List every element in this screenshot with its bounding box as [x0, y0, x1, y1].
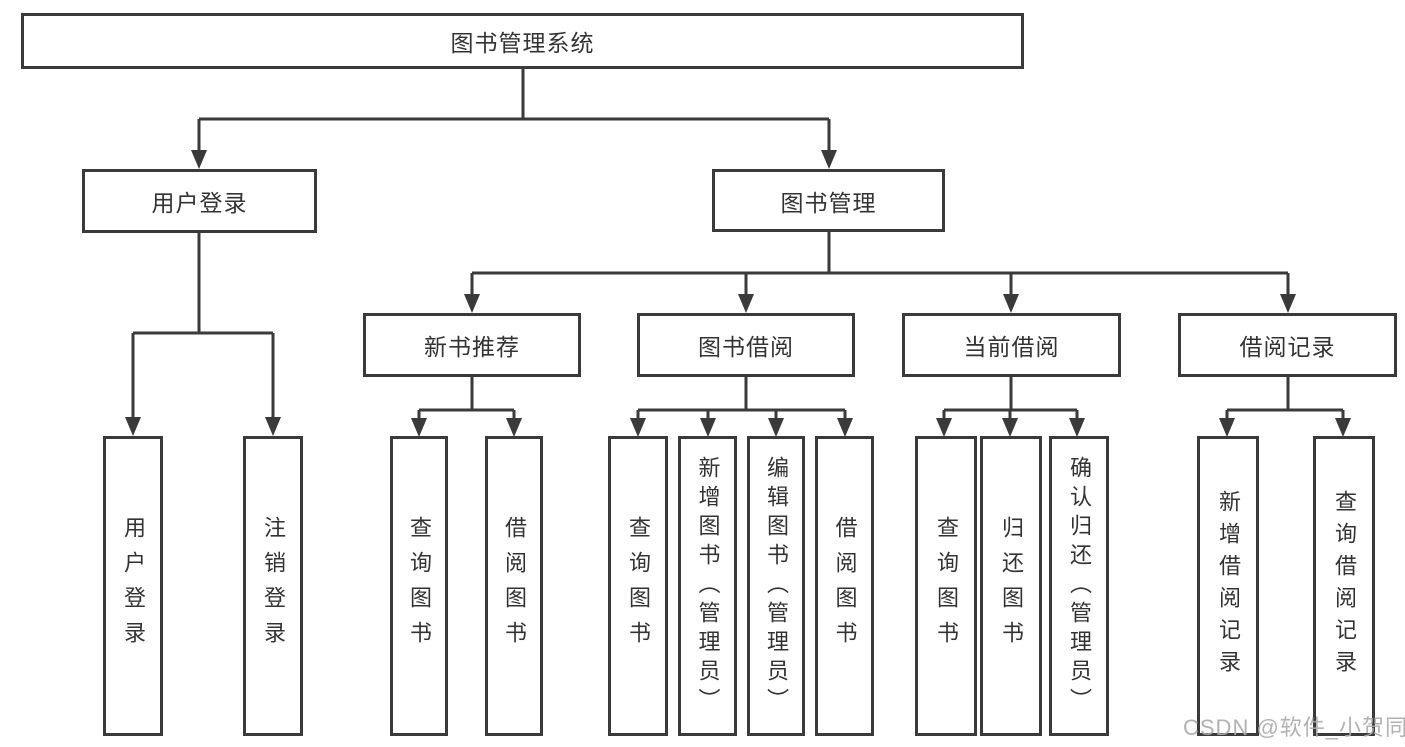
node-book-management: 图书管理 — [712, 169, 945, 232]
watermark: CSDN @软件_小贺同学 — [1183, 715, 1405, 740]
node-leaf-edit-book-admin: 编辑图书（管理员） — [747, 436, 805, 736]
leaf-label: 借阅图书 — [502, 516, 527, 656]
leaf-label: 新增借阅记录 — [1216, 490, 1241, 682]
node-new-book-recommend: 新书推荐 — [363, 313, 581, 377]
node-leaf-user-login: 用户登录 — [103, 436, 163, 736]
node-leaf-add-book-admin: 新增图书（管理员） — [678, 436, 737, 736]
node-leaf-query-books-borrow: 查询图书 — [608, 436, 668, 736]
leaf-label: 注销登录 — [261, 516, 286, 656]
leaf-label: 查询图书 — [407, 516, 432, 656]
node-leaf-query-books-recommend: 查询图书 — [390, 436, 448, 736]
node-borrow-record: 借阅记录 — [1178, 313, 1397, 377]
leaf-label: 查询借阅记录 — [1332, 490, 1357, 682]
node-leaf-query-borrow-record: 查询借阅记录 — [1313, 436, 1375, 736]
leaf-label: 新增图书（管理员） — [695, 455, 721, 717]
node-leaf-borrow-books: 借阅图书 — [815, 436, 874, 736]
leaf-label: 确认归还（管理员） — [1067, 455, 1092, 717]
node-current-borrow: 当前借阅 — [902, 313, 1121, 377]
leaf-label: 归还图书 — [999, 516, 1024, 656]
node-leaf-logout: 注销登录 — [243, 436, 303, 736]
leaf-label: 借阅图书 — [832, 516, 858, 656]
node-user-login: 用户登录 — [82, 169, 317, 233]
node-leaf-return-book: 归还图书 — [980, 436, 1042, 736]
node-leaf-query-books-current: 查询图书 — [915, 436, 977, 736]
node-leaf-borrow-books-recommend: 借阅图书 — [485, 436, 543, 736]
node-leaf-confirm-return-admin: 确认归还（管理员） — [1049, 436, 1109, 736]
node-root: 图书管理系统 — [21, 13, 1024, 69]
node-leaf-add-borrow-record: 新增借阅记录 — [1197, 436, 1259, 736]
leaf-label: 查询图书 — [934, 516, 959, 656]
node-book-borrow: 图书借阅 — [637, 313, 855, 377]
leaf-label: 用户登录 — [121, 516, 146, 656]
leaf-label: 查询图书 — [626, 516, 651, 656]
leaf-label: 编辑图书（管理员） — [764, 455, 789, 717]
